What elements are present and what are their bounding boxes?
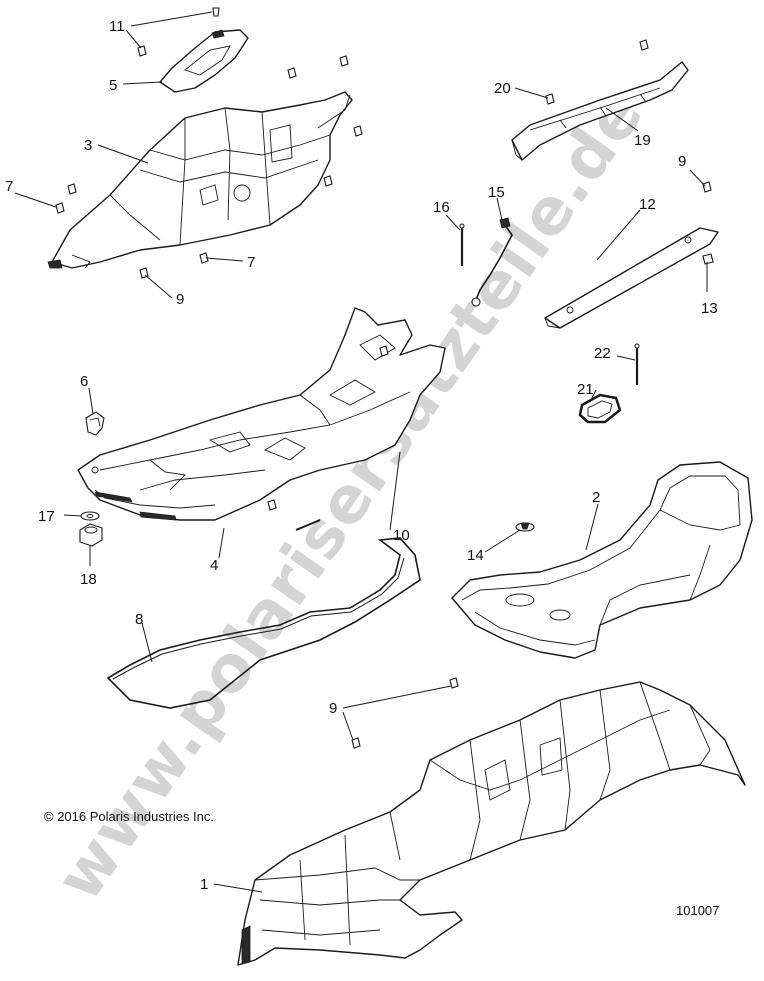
part-6-clip xyxy=(85,411,105,436)
screw-13 xyxy=(702,253,714,265)
part-17-washer xyxy=(80,511,100,521)
callout-2: 2 xyxy=(592,489,600,506)
screw-7-left-a xyxy=(67,183,77,195)
callout-13: 13 xyxy=(701,300,718,317)
callout-9-lower: 9 xyxy=(329,700,337,717)
screw-upper-b xyxy=(339,55,349,67)
screw-upper-c xyxy=(353,125,363,137)
callout-16: 16 xyxy=(433,199,450,216)
part-8-seal xyxy=(106,537,421,709)
screw-9-right xyxy=(702,181,712,193)
diagram-number: 101007 xyxy=(676,903,720,918)
part-5-bracket xyxy=(159,29,249,93)
callout-15: 15 xyxy=(488,184,505,201)
screw-floor-a xyxy=(379,345,389,357)
callout-4: 4 xyxy=(210,557,218,574)
callout-7-bottom: 7 xyxy=(247,254,255,271)
part-18-grommet xyxy=(79,523,103,547)
callout-6: 6 xyxy=(80,373,88,390)
callout-8: 8 xyxy=(135,611,143,628)
part-2-storage-tub xyxy=(451,461,753,659)
screw-9-lower-b xyxy=(351,737,361,749)
screw-11-lower xyxy=(137,45,147,57)
screw-9-lower-a xyxy=(449,677,459,689)
callout-19: 19 xyxy=(634,132,651,149)
screw-11-top xyxy=(212,7,220,17)
callout-10: 10 xyxy=(393,527,410,544)
callout-21: 21 xyxy=(577,381,594,398)
screw-upper-a xyxy=(287,67,297,79)
callout-labels: 11 5 3 7 7 9 20 19 9 12 13 15 16 22 21 6… xyxy=(5,18,718,893)
part-12-support-bar xyxy=(544,227,719,329)
part-19-front-rail xyxy=(511,61,689,161)
leader-lines xyxy=(14,11,708,893)
callout-18: 18 xyxy=(80,571,97,588)
fastener-screws xyxy=(55,7,714,749)
callout-3: 3 xyxy=(84,137,92,154)
callout-11: 11 xyxy=(109,18,125,35)
callout-9-right: 9 xyxy=(678,153,686,170)
part-3-front-cover xyxy=(47,91,353,269)
callout-14: 14 xyxy=(467,547,484,564)
callout-12: 12 xyxy=(639,196,656,213)
copyright-notice: © 2016 Polaris Industries Inc. xyxy=(44,809,214,824)
screw-upper-d xyxy=(323,175,333,187)
part-14-plug xyxy=(515,522,535,532)
screw-7-bottom xyxy=(199,252,209,264)
callout-17: 17 xyxy=(38,508,55,525)
screw-rail-top xyxy=(639,39,649,51)
screw-floor-b xyxy=(267,499,277,511)
callout-5: 5 xyxy=(109,77,117,94)
screw-7-left-b xyxy=(55,202,65,214)
part-15-cable xyxy=(471,217,513,307)
part-22-pin xyxy=(634,343,640,385)
callout-9-left: 9 xyxy=(176,291,184,308)
part-1-main-fender-body xyxy=(237,681,746,966)
callout-1: 1 xyxy=(200,876,208,893)
screw-20 xyxy=(545,93,555,105)
part-16-pin xyxy=(459,223,465,266)
part-4-floor-panel xyxy=(77,307,446,521)
part-21-grommet xyxy=(578,393,622,424)
callout-20: 20 xyxy=(494,80,511,97)
part-10-pin xyxy=(295,519,321,531)
callout-22: 22 xyxy=(594,345,611,362)
callout-7-left: 7 xyxy=(5,178,13,195)
